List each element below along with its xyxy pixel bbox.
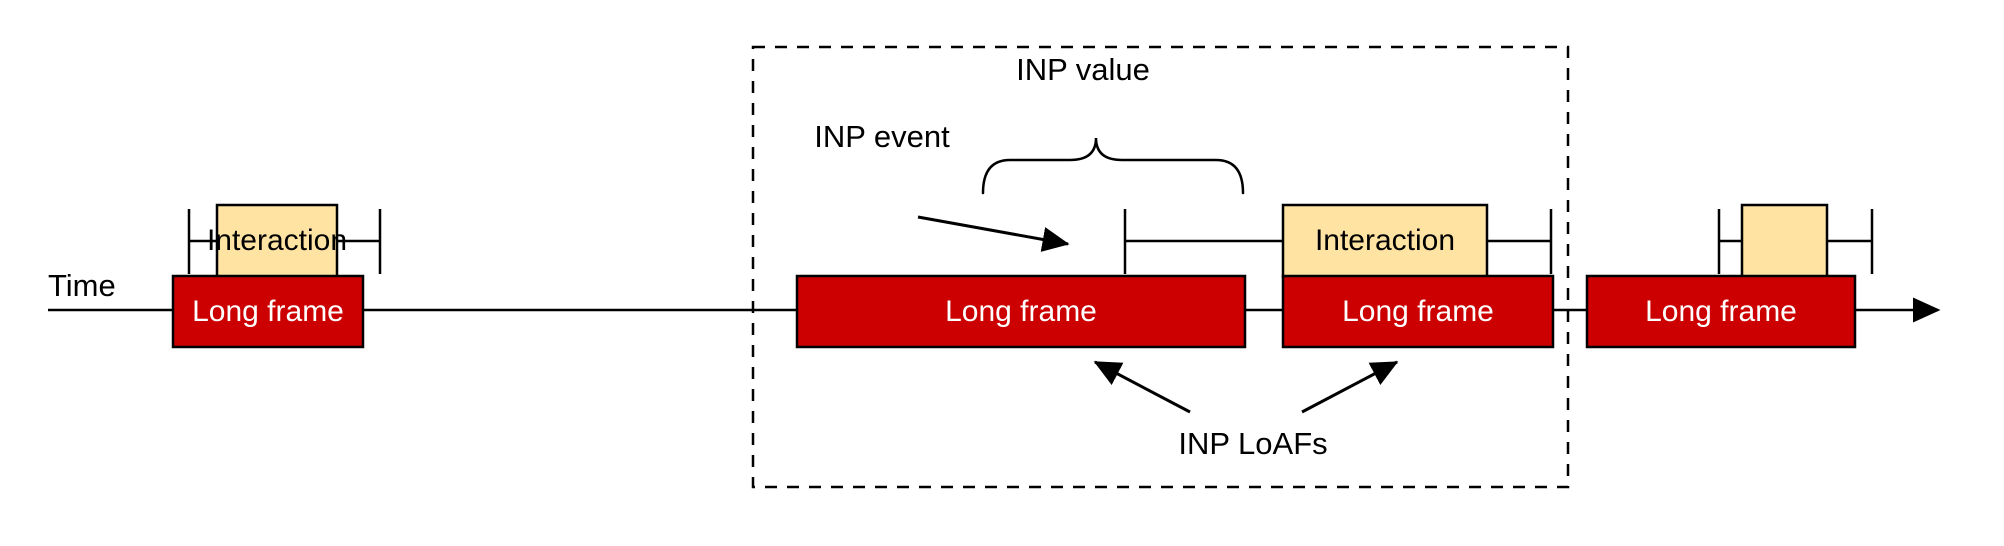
long-frame-box-1[interactable]	[171, 274, 365, 349]
long-frame-box-2[interactable]	[795, 274, 1247, 349]
time-axis: Time	[48, 268, 1941, 323]
inp-loafs-label: INP LoAFs	[1178, 426, 1327, 461]
interaction-box-2[interactable]	[1281, 203, 1489, 279]
long-frame-box-4-label: Long frame	[1645, 295, 1797, 328]
interaction-box-2-label: Interaction	[1315, 224, 1455, 257]
interaction-box-3[interactable]	[1740, 203, 1829, 279]
long-frame-box-3-label: Long frame	[1342, 295, 1494, 328]
long-frame-box-4[interactable]	[1585, 274, 1857, 349]
inp-loafs-arrow-left	[1093, 360, 1191, 414]
time-axis-label: Time	[48, 268, 116, 303]
interaction-box-1[interactable]	[215, 203, 339, 279]
long-frame-box-2-label: Long frame	[945, 295, 1097, 328]
inp-event-annotation: INP event	[814, 119, 1070, 252]
inp-region-dashed-box	[751, 45, 1570, 489]
frame-group-3: Interaction Long frame	[1123, 203, 1555, 349]
inp-event-label: INP event	[814, 119, 950, 154]
inp-value-label: INP value	[1016, 52, 1150, 87]
inp-value-curly-brace	[981, 137, 1245, 195]
long-frame-box-3[interactable]	[1281, 274, 1555, 349]
inp-loafs-annotation: INP LoAFs	[1093, 360, 1399, 461]
frame-group-4: Long frame	[1585, 203, 1874, 349]
frame-group-1: Interaction Long frame	[171, 203, 382, 349]
interaction-box-1-label: Interaction	[207, 224, 347, 257]
frame-group-2: Long frame	[795, 274, 1247, 349]
inp-loafs-arrow-right	[1301, 360, 1399, 414]
inp-value-brace-group: INP value	[981, 52, 1245, 195]
long-frame-box-1-label: Long frame	[192, 295, 344, 328]
inp-event-arrow	[917, 215, 1070, 252]
